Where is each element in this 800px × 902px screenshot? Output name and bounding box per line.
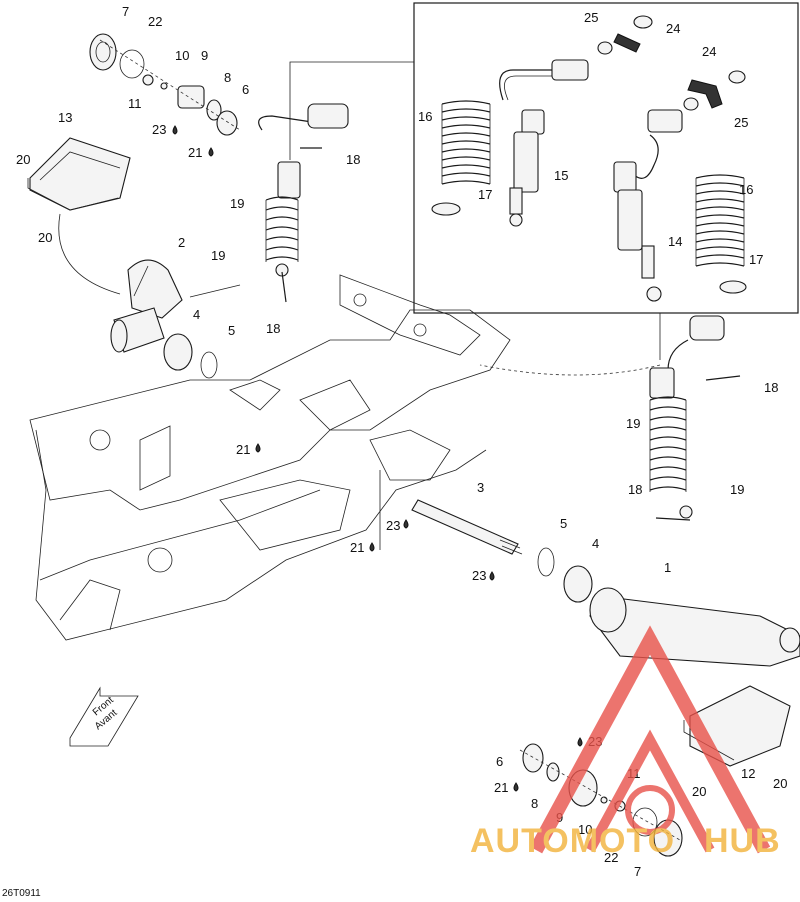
label-13: 13 <box>58 110 72 125</box>
clip-24-25-bottom <box>683 70 746 111</box>
label-14: 14 <box>668 234 682 249</box>
bearing-4-top <box>163 333 193 371</box>
label-20-d: 20 <box>773 776 787 791</box>
clip-24-25-top <box>597 15 653 55</box>
label-18-d: 18 <box>628 482 642 497</box>
swing-arm-1 <box>589 587 800 667</box>
watermark-text-1: AUTOMOTO <box>470 822 675 860</box>
label-9-top: 9 <box>201 48 208 63</box>
label-7-top: 7 <box>122 4 129 19</box>
label-8-bottom: 8 <box>531 796 538 811</box>
label-22-bottom: 22 <box>604 850 618 865</box>
label-21-b: 21 <box>236 442 250 457</box>
pivot-sleeve <box>110 307 165 353</box>
label-5-top: 5 <box>228 323 235 338</box>
label-20-a: 20 <box>16 152 30 167</box>
vehicle-frame <box>29 274 511 641</box>
label-6-top: 6 <box>242 82 249 97</box>
label-25-right: 25 <box>734 115 748 130</box>
label-17-right: 17 <box>749 252 763 267</box>
label-23-top: 23 <box>152 122 166 137</box>
shock-absorber-right <box>649 315 741 521</box>
watermark-text-2: HUB <box>704 822 781 860</box>
pivot-shaft-3 <box>411 499 523 555</box>
callout-labels: 7 22 10 9 11 8 6 23 21 13 20 20 18 19 2 … <box>2 4 787 899</box>
label-8-top: 8 <box>224 70 231 85</box>
diagram-id: 26T0911 <box>2 888 41 899</box>
bearing-4-bottom <box>563 565 593 603</box>
watermark-logo: AUTOMOTO HUB <box>470 625 781 860</box>
label-5-bottom: 5 <box>560 516 567 531</box>
callout-arrow-left <box>58 213 121 295</box>
label-11-top: 11 <box>128 96 142 111</box>
label-1: 1 <box>664 560 671 575</box>
retainer-17-right <box>719 280 747 294</box>
label-22-top: 22 <box>148 14 162 29</box>
label-24-right: 24 <box>702 44 716 59</box>
label-2: 2 <box>178 235 185 250</box>
label-23-b: 23 <box>386 518 400 533</box>
shock-body-15 <box>499 59 589 227</box>
label-19-b: 19 <box>211 248 225 263</box>
label-20-c: 20 <box>692 784 706 799</box>
spring-16-right <box>695 174 745 267</box>
label-6-bottom: 6 <box>496 754 503 769</box>
label-21-c: 21 <box>350 540 364 555</box>
front-direction-arrow: Front Avant <box>69 686 139 747</box>
label-19-a: 19 <box>230 196 244 211</box>
retainer-17-left <box>431 202 461 216</box>
label-18-a: 18 <box>346 152 360 167</box>
shock-absorber-left <box>258 103 349 303</box>
label-18-b: 18 <box>266 321 280 336</box>
shock-detail-inset <box>289 2 799 360</box>
pivot-hardware-top <box>89 33 241 136</box>
label-20-b: 20 <box>38 230 52 245</box>
skid-plate-13 <box>27 137 131 211</box>
label-21-d: 21 <box>494 780 508 795</box>
label-4-top: 4 <box>193 307 200 322</box>
label-16-right: 16 <box>739 182 753 197</box>
label-10-top: 10 <box>175 48 189 63</box>
bracket-2 <box>127 259 183 319</box>
label-16-left: 16 <box>418 109 432 124</box>
label-3: 3 <box>477 480 484 495</box>
label-12: 12 <box>741 766 755 781</box>
label-18-c: 18 <box>764 380 778 395</box>
label-19-c: 19 <box>626 416 640 431</box>
label-4-bottom: 4 <box>592 536 599 551</box>
circlip-5-bottom <box>537 547 555 577</box>
shock-body-14 <box>613 109 683 302</box>
label-23-c: 23 <box>472 568 486 583</box>
circlip-5-top <box>200 351 218 379</box>
grease-drop-icons <box>172 125 583 792</box>
callout-arrow-right-shock <box>479 364 661 376</box>
label-17-left: 17 <box>478 187 492 202</box>
label-25-top: 25 <box>584 10 598 25</box>
label-7-bottom: 7 <box>634 864 641 879</box>
label-10-bottom: 10 <box>578 822 592 837</box>
label-21-top: 21 <box>188 145 202 160</box>
label-19-d: 19 <box>730 482 744 497</box>
spring-16-left <box>441 100 491 185</box>
label-15: 15 <box>554 168 568 183</box>
label-24-top: 24 <box>666 21 680 36</box>
